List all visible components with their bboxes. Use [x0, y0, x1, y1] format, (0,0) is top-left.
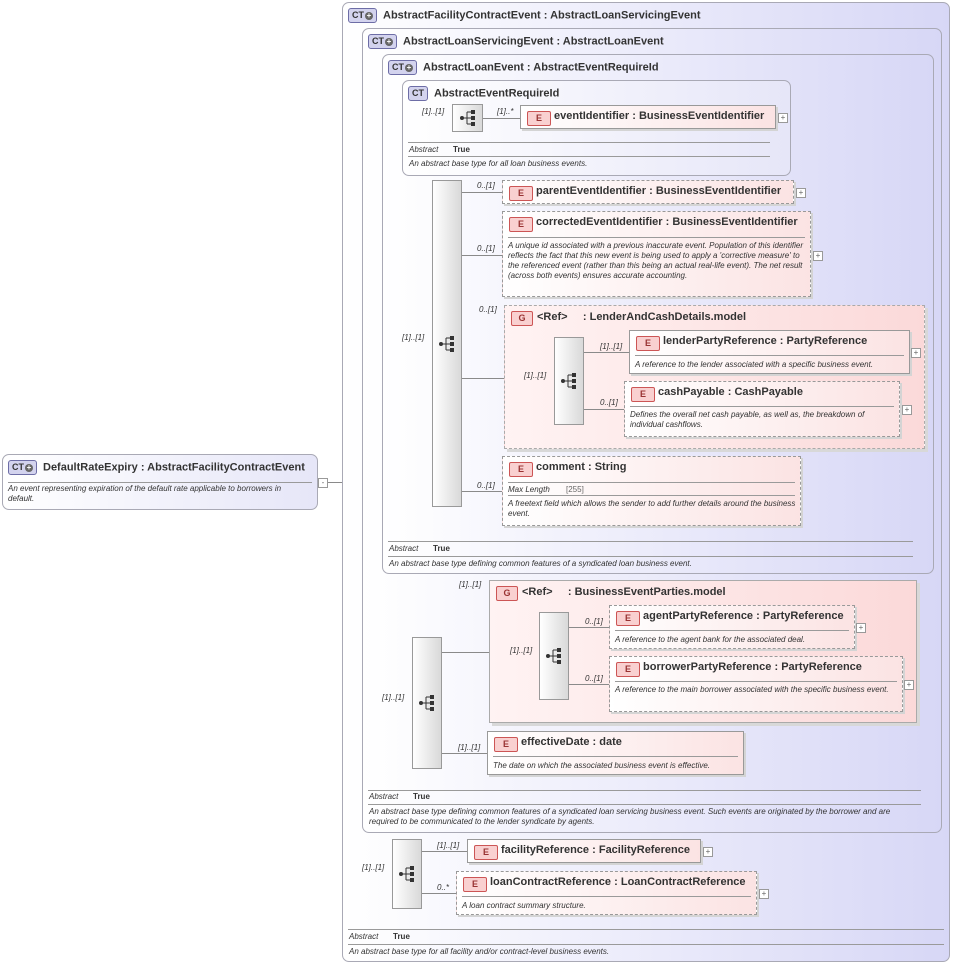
expand-icon[interactable]: + [778, 113, 788, 123]
facility-contract-description: An abstract base type for all facility a… [349, 947, 610, 956]
sequence-icon [439, 335, 454, 352]
element-effective-date[interactable]: E effectiveDate : date The date on which… [487, 731, 744, 775]
sequence-compositor[interactable] [412, 637, 442, 769]
loan-event-description: An abstract base type defining common fe… [389, 559, 692, 568]
element-event-identifier[interactable]: E eventIdentifier : BusinessEventIdentif… [520, 105, 776, 129]
sequence-compositor[interactable] [392, 839, 422, 909]
sequence-icon [419, 695, 434, 711]
element-corrected-event-identifier[interactable]: E correctedEventIdentifier : BusinessEve… [502, 211, 811, 297]
element-borrower-party-reference[interactable]: E borrowerPartyReference : PartyReferenc… [609, 656, 903, 712]
element-agent-party-reference[interactable]: E agentPartyReference : PartyReference A… [609, 605, 855, 649]
root-header: CT+DefaultRateExpiry : AbstractFacilityC… [8, 460, 305, 475]
element-facility-reference[interactable]: E facilityReference : FacilityReference [467, 839, 701, 863]
expand-icon[interactable]: + [856, 623, 866, 633]
expand-icon[interactable]: + [902, 405, 912, 415]
collapse-icon[interactable]: - [318, 478, 328, 488]
element-icon: E [631, 387, 655, 402]
element-loan-contract-reference[interactable]: E loanContractReference : LoanContractRe… [456, 871, 757, 915]
element-icon: E [616, 611, 640, 626]
complex-type-icon: CT+ [388, 60, 417, 75]
plus-icon: + [405, 62, 413, 72]
element-icon: E [616, 662, 640, 677]
sequence-icon [399, 866, 414, 882]
expand-icon[interactable]: + [759, 889, 769, 899]
loan-servicing-header: CT+AbstractLoanServicingEvent : Abstract… [368, 34, 664, 49]
loan-event-header: CT+AbstractLoanEvent : AbstractEventRequ… [388, 60, 659, 75]
element-icon: E [527, 111, 551, 126]
group-icon: G [511, 311, 533, 326]
expand-icon[interactable]: + [703, 847, 713, 857]
sequence-icon [561, 373, 576, 389]
sequence-compositor[interactable] [452, 104, 483, 132]
loan-servicing-description: An abstract base type defining common fe… [369, 807, 891, 826]
sequence-icon [546, 648, 561, 664]
element-comment[interactable]: E comment : String Max Length [255] A fr… [502, 456, 801, 526]
complex-type-icon: CT [408, 86, 428, 101]
expand-icon[interactable]: + [796, 188, 806, 198]
element-lender-party-reference[interactable]: E lenderPartyReference : PartyReference … [629, 330, 910, 374]
expand-icon[interactable]: + [904, 680, 914, 690]
sequence-compositor[interactable] [432, 180, 462, 507]
element-icon: E [494, 737, 518, 752]
complex-type-icon: CT+ [8, 460, 37, 475]
root-description: An event representing expiration of the … [8, 484, 282, 503]
complex-type-icon: CT+ [368, 34, 397, 49]
sequence-compositor[interactable] [539, 612, 569, 700]
element-icon: E [474, 845, 498, 860]
plus-icon: + [25, 462, 33, 472]
element-parent-event-identifier[interactable]: E parentEventIdentifier : BusinessEventI… [502, 180, 794, 204]
element-icon: E [509, 217, 533, 232]
plus-icon: + [385, 36, 393, 46]
element-icon: E [463, 877, 487, 892]
sequence-icon [459, 110, 475, 126]
event-require-id-description: An abstract base type for all loan busin… [409, 159, 588, 168]
element-icon: E [636, 336, 660, 351]
root-complex-type[interactable]: CT+DefaultRateExpiry : AbstractFacilityC… [2, 454, 318, 510]
element-icon: E [509, 186, 533, 201]
group-icon: G [496, 586, 518, 601]
root-connector [327, 482, 352, 483]
root-title: DefaultRateExpiry [43, 461, 138, 474]
root-base: AbstractFacilityContractEvent [147, 461, 305, 474]
element-icon: E [509, 462, 533, 477]
facility-contract-header: CT+AbstractFacilityContractEvent : Abstr… [348, 8, 700, 23]
plus-icon: + [365, 10, 373, 20]
expand-icon[interactable]: + [813, 251, 823, 261]
sequence-compositor[interactable] [554, 337, 584, 425]
complex-type-icon: CT+ [348, 8, 377, 23]
expand-icon[interactable]: + [911, 348, 921, 358]
element-cash-payable[interactable]: E cashPayable : CashPayable Defines the … [624, 381, 900, 437]
